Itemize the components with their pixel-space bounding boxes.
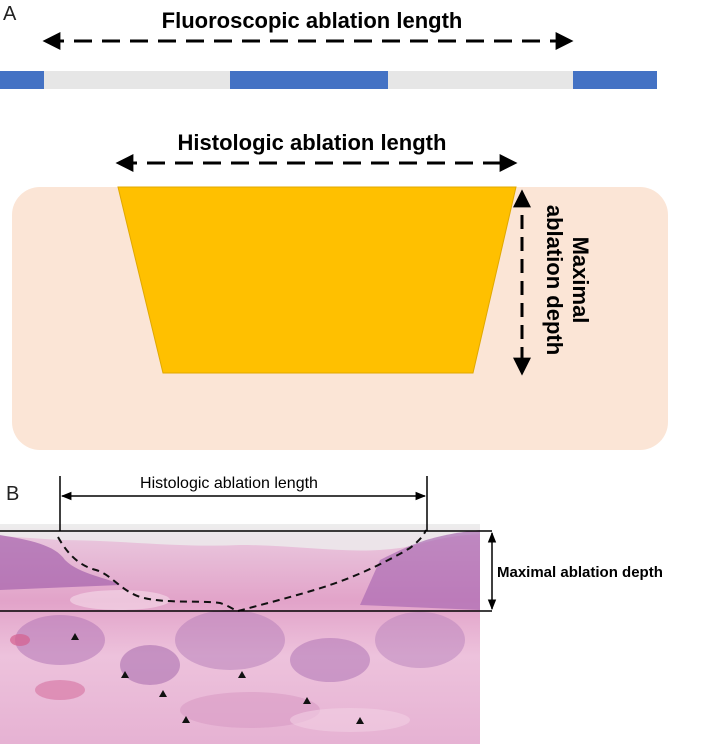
marker-triangle	[121, 671, 129, 678]
ablation-zone	[117, 186, 517, 374]
panel-b-label: B	[6, 483, 19, 505]
depth-label-line1: Maximal	[568, 237, 593, 324]
histologic-length-title-b: Histologic ablation length	[140, 475, 318, 492]
marker-triangle	[356, 717, 364, 724]
fluoroscopic-length-title: Fluoroscopic ablation length	[162, 8, 463, 33]
marker-triangle	[238, 671, 246, 678]
gland-region-right	[360, 530, 480, 610]
marker-triangle	[182, 716, 190, 723]
marker-triangle	[303, 697, 311, 704]
electrode-segment	[230, 71, 388, 89]
gland-region-left	[0, 535, 120, 590]
catheter-bar	[0, 71, 657, 89]
histologic-length-title-a: Histologic ablation length	[178, 130, 447, 155]
panel-a-label: A	[3, 3, 17, 25]
ablation-boundary	[57, 529, 427, 613]
depth-label-line2: ablation depth	[542, 205, 567, 355]
marker-triangle	[159, 690, 167, 697]
electrode-segment	[573, 71, 657, 89]
gap-segment	[44, 71, 230, 89]
gap-segment	[388, 71, 573, 89]
electrode-segment	[0, 71, 44, 89]
depth-label-b: Maximal ablation depth	[497, 564, 663, 581]
marker-triangle	[71, 633, 79, 640]
depth-label-a: Maximal ablation depth	[542, 205, 593, 355]
